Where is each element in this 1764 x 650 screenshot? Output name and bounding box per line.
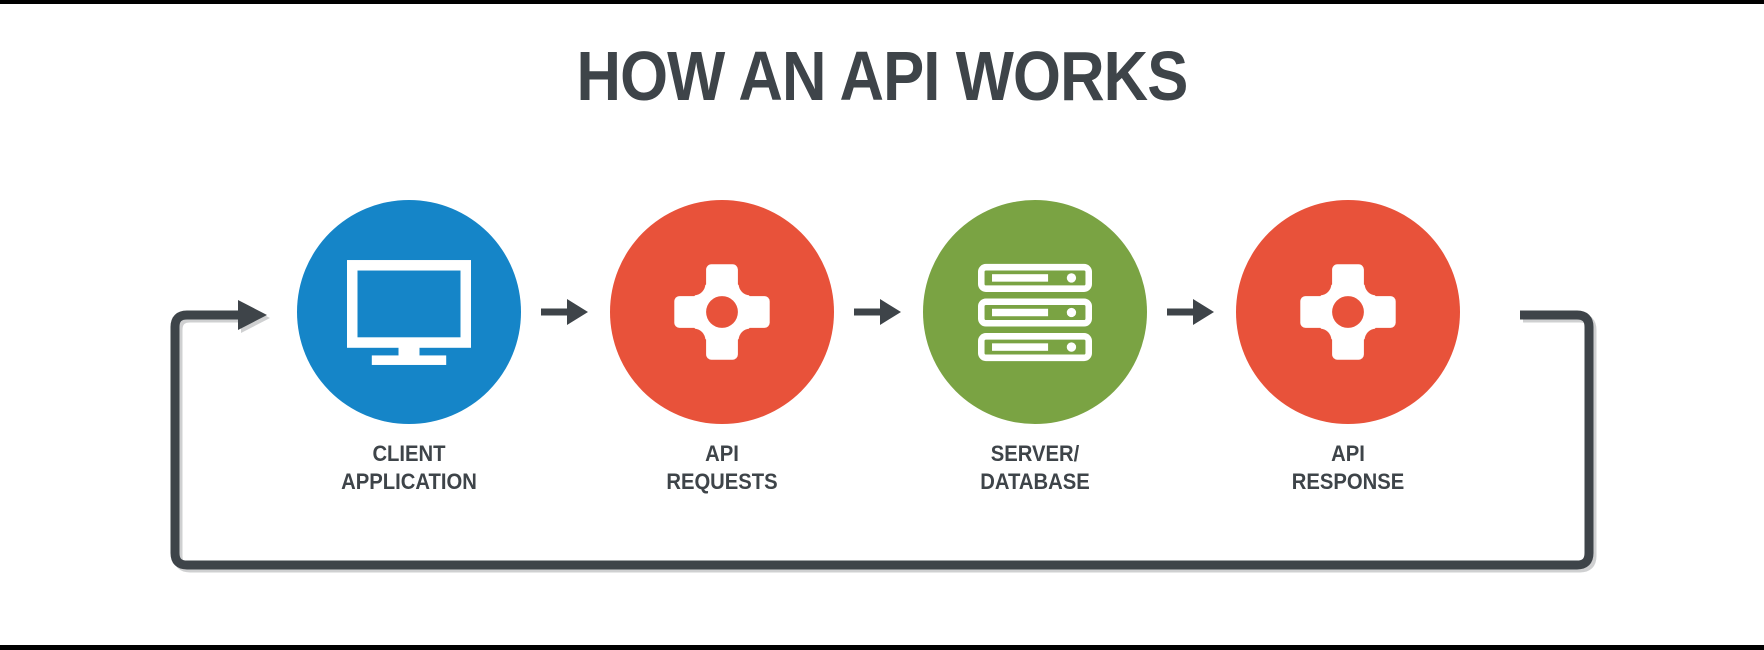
arrow-right-icon <box>854 299 901 325</box>
api-requests-label: API REQUESTS <box>666 441 778 494</box>
gear-icon <box>669 259 775 365</box>
client-application-node <box>297 200 521 424</box>
arrow-head-icon <box>238 300 267 330</box>
server-database-label: SERVER/ DATABASE <box>980 441 1090 494</box>
client-application-label: CLIENT APPLICATION <box>341 441 477 494</box>
arrow-right-icon <box>541 299 588 325</box>
bottom-border-bar <box>0 645 1764 650</box>
page-title: HOW AN API WORKS <box>576 37 1188 115</box>
monitor-icon <box>347 259 471 365</box>
server-rack-icon <box>978 263 1092 361</box>
api-response-label: API RESPONSE <box>1291 441 1405 494</box>
gear-icon <box>1295 259 1401 365</box>
top-border-bar <box>0 0 1764 4</box>
api-response-node <box>1236 200 1460 424</box>
api-requests-node <box>610 200 834 424</box>
arrow-right-icon <box>1167 299 1214 325</box>
server-database-node <box>923 200 1147 424</box>
